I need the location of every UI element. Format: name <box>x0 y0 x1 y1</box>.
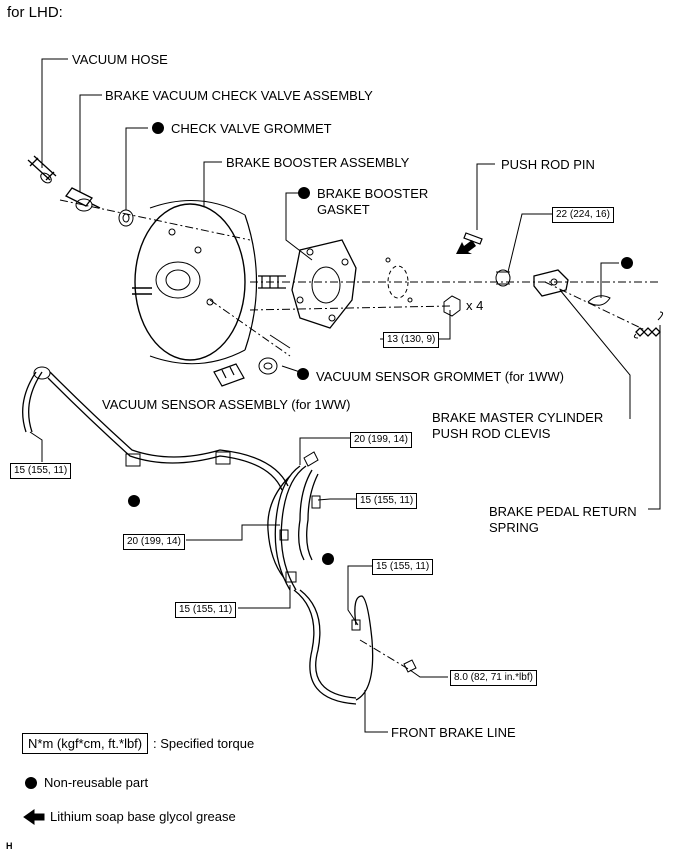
leader-vacuum-hose <box>41 58 68 168</box>
figure-code: H <box>6 841 13 851</box>
leader-gasket <box>285 192 313 261</box>
legend-grease-text: Lithium soap base glycol grease <box>50 809 236 824</box>
leader-t15-left <box>29 431 43 462</box>
label-x4: x 4 <box>466 298 484 313</box>
torque-15-mid: 15 (155, 11) <box>356 493 418 509</box>
leader-booster <box>203 161 222 206</box>
leader-grommet <box>125 127 148 210</box>
torque-15-bottom: 15 (155, 11) <box>175 602 237 618</box>
nonreusable-dot-cluster <box>322 553 334 565</box>
torque-20-left: 20 (199, 14) <box>123 534 185 550</box>
legend-torque-text: : Specified torque <box>153 736 255 751</box>
leader-push-rod-pin <box>476 163 495 230</box>
leader-front-brake-line <box>364 690 388 733</box>
nonreusable-legend-dot <box>25 777 37 789</box>
nonreusable-dot-grommet <box>152 122 164 134</box>
torque-15-right: 15 (155, 11) <box>372 559 434 575</box>
nonreusable-dot-clip <box>621 257 633 269</box>
legend-nonreusable-text: Non-reusable part <box>44 775 149 790</box>
leader-sensor-grommet <box>269 334 291 349</box>
torque-15-left: 15 (155, 11) <box>10 463 72 479</box>
label-clevis-line1: BRAKE MASTER CYLINDER <box>432 410 604 425</box>
label-front-brake-line: FRONT BRAKE LINE <box>391 725 516 740</box>
label-brake-booster-assembly: BRAKE BOOSTER ASSEMBLY <box>226 155 410 170</box>
label-vacuum-hose: VACUUM HOSE <box>72 52 168 67</box>
label-check-valve-grommet: CHECK VALVE GROMMET <box>171 121 332 136</box>
torque-13: 13 (130, 9) <box>383 332 440 348</box>
leader-check-valve <box>79 94 102 192</box>
leader-torque-22 <box>507 213 552 273</box>
leader-clevis <box>559 289 631 419</box>
label-return-spring-line2: SPRING <box>489 520 539 535</box>
label-booster-gasket-line1: BRAKE BOOSTER <box>317 186 429 201</box>
label-check-valve-assembly: BRAKE VACUUM CHECK VALVE ASSEMBLY <box>105 88 373 103</box>
leader-t8 <box>409 669 448 678</box>
label-vacuum-sensor-grommet: VACUUM SENSOR GROMMET (for 1WW) <box>316 369 564 384</box>
label-push-rod-pin: PUSH ROD PIN <box>501 157 595 172</box>
leader-t15-mid <box>317 498 356 501</box>
leader-spring <box>648 325 661 510</box>
page-title: for LHD: <box>7 4 63 21</box>
torque-22: 22 (224, 16) <box>552 207 614 223</box>
label-clevis-line2: PUSH ROD CLEVIS <box>432 426 551 441</box>
torque-20-top: 20 (199, 14) <box>350 432 412 448</box>
label-vacuum-sensor-assembly: VACUUM SENSOR ASSEMBLY (for 1WW) <box>102 397 351 412</box>
leader-clip <box>600 262 619 298</box>
nonreusable-dot-brake-line <box>128 495 140 507</box>
nonreusable-dot-sensor-grommet <box>297 368 309 380</box>
leader-t20-top <box>299 437 350 465</box>
leader-t15-right <box>347 565 372 626</box>
label-booster-gasket-line2: GASKET <box>317 202 370 217</box>
nonreusable-dot-gasket <box>298 187 310 199</box>
leader-t15-bottom <box>238 585 291 609</box>
leader-t20-left <box>186 524 280 541</box>
label-return-spring-line1: BRAKE PEDAL RETURN <box>489 504 637 519</box>
grease-arrow <box>456 240 476 254</box>
torque-8: 8.0 (82, 71 in.*lbf) <box>450 670 537 686</box>
legend-torque-box: N*m (kgf*cm, ft.*lbf) <box>22 733 149 754</box>
